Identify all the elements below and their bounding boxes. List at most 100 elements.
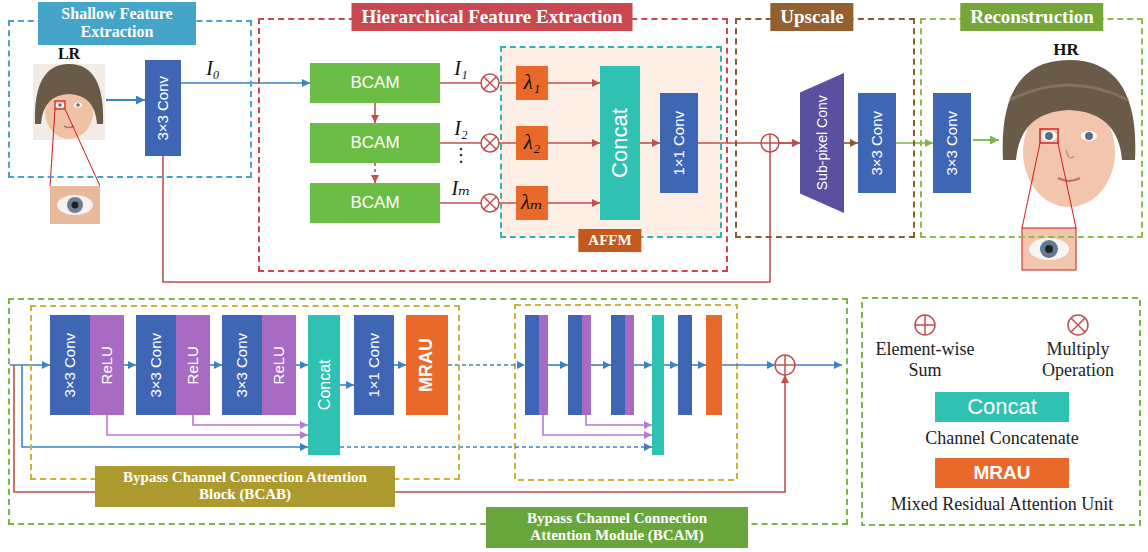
path-shape bbox=[1010, 85, 1128, 100]
path-shape bbox=[664, 364, 678, 366]
process-box: 3×3 Conv bbox=[222, 315, 262, 415]
box-label: ReLU bbox=[271, 346, 288, 384]
ellipse-shape bbox=[74, 103, 82, 108]
connector-arrow bbox=[340, 384, 354, 386]
group-heading: Reconstruction bbox=[960, 3, 1103, 31]
connector-arrow bbox=[210, 364, 222, 366]
process-box: ReLU bbox=[262, 315, 296, 415]
signal-label: Iₘ bbox=[450, 177, 473, 200]
output-arrow bbox=[973, 139, 999, 141]
rect-shape bbox=[678, 315, 692, 415]
process-box: MRAU bbox=[406, 315, 448, 415]
circle-shape bbox=[72, 202, 79, 209]
path-shape bbox=[1058, 178, 1080, 181]
ellipse-shape bbox=[56, 103, 64, 108]
rect-shape bbox=[1040, 129, 1058, 143]
connector-arrow bbox=[394, 364, 406, 366]
box-label: ReLU bbox=[99, 346, 116, 384]
connector-arrow bbox=[548, 82, 600, 84]
process-box: Concat bbox=[600, 66, 640, 220]
legend-swatch: MRAU bbox=[935, 458, 1069, 488]
text-label: ⋮ bbox=[452, 145, 470, 166]
box-label: Concat bbox=[608, 108, 632, 178]
process-box: 3×3 Conv bbox=[145, 60, 181, 156]
rect-shape bbox=[611, 315, 625, 415]
circle-shape bbox=[481, 194, 499, 212]
rect-shape bbox=[33, 64, 105, 140]
legend-frame bbox=[862, 298, 1140, 525]
group-heading: Bypass Channel Connection Attention Bloc… bbox=[95, 466, 395, 507]
circle-shape bbox=[1068, 315, 1088, 335]
connector-arrow bbox=[296, 364, 308, 366]
group-heading: AFFM bbox=[578, 229, 641, 252]
process-box: 1×1 Conv bbox=[354, 315, 394, 415]
dashed-group: Bypass Channel Connection Attention Modu… bbox=[8, 298, 848, 525]
path-shape bbox=[484, 197, 496, 209]
rect-shape bbox=[625, 315, 634, 415]
ellipse-shape bbox=[57, 195, 93, 215]
path-shape bbox=[761, 134, 779, 152]
box-label: λ₁ bbox=[524, 71, 540, 94]
path-shape bbox=[1022, 143, 1076, 228]
process-box: 1×1 Conv bbox=[660, 93, 698, 193]
connector-arrow bbox=[548, 142, 600, 144]
path-shape bbox=[50, 109, 100, 186]
process-box: ReLU bbox=[90, 315, 124, 415]
subpixel-box: Sub-pixel Conv bbox=[800, 73, 844, 213]
connector-arrow bbox=[440, 82, 516, 84]
dashed-group: AFFMλ₁λ₂λₘConcat1×1 Conv bbox=[500, 46, 722, 238]
process-box: Concat bbox=[308, 315, 340, 455]
affm-ground bbox=[501, 47, 721, 237]
process-box: BCAM bbox=[310, 63, 440, 103]
connector-arrow bbox=[640, 142, 660, 144]
dashed-group: Hierarchical Feature ExtractionBCAMBCAMB… bbox=[258, 18, 728, 272]
path-shape bbox=[484, 77, 496, 89]
rect-shape bbox=[652, 315, 664, 455]
process-box: λₘ bbox=[516, 186, 548, 220]
connector-arrow bbox=[440, 142, 516, 144]
dashed-group: Reconstruction3×3 Conv bbox=[920, 18, 1143, 238]
process-box: BCAM bbox=[310, 183, 440, 223]
rect-shape bbox=[539, 315, 548, 415]
path-shape bbox=[340, 446, 652, 448]
circle-shape bbox=[1045, 132, 1053, 140]
group-heading: Bypass Channel Connection Attention Modu… bbox=[486, 507, 748, 548]
path-shape bbox=[1003, 60, 1136, 160]
box-label: 3×3 Conv bbox=[944, 111, 961, 176]
box-label: MRAU bbox=[417, 338, 437, 392]
circle-shape bbox=[915, 315, 935, 335]
box-label: 3×3 Conv bbox=[234, 333, 251, 398]
ellipse-shape bbox=[1041, 131, 1057, 141]
box-label: BCAM bbox=[350, 134, 399, 153]
circle-shape bbox=[1040, 240, 1058, 258]
legend-text: Element-wise Sum bbox=[865, 339, 985, 380]
circle-shape bbox=[481, 74, 499, 92]
path-shape bbox=[634, 364, 652, 366]
circle-shape bbox=[1085, 132, 1093, 140]
group-heading: Hierarchical Feature Extraction bbox=[352, 3, 633, 31]
dashed-group: UpscaleSub-pixel Conv3×3 Conv bbox=[735, 18, 915, 238]
box-label: ReLU bbox=[185, 346, 202, 384]
connector-arrow bbox=[844, 142, 858, 144]
circle-shape bbox=[775, 355, 795, 375]
trapezoid-fill bbox=[800, 73, 844, 213]
path-shape bbox=[692, 364, 706, 366]
connector-arrow bbox=[193, 415, 308, 425]
rect-shape bbox=[706, 315, 722, 415]
process-box: λ₁ bbox=[516, 66, 548, 100]
process-box: ReLU bbox=[176, 315, 210, 415]
box-label: 3×3 Conv bbox=[62, 333, 79, 398]
legend-text: Multiply Operation bbox=[1018, 339, 1138, 380]
circle-shape bbox=[761, 134, 779, 152]
circle-shape bbox=[76, 103, 80, 107]
text-label: LR bbox=[58, 45, 80, 63]
connector-arrow bbox=[181, 82, 310, 84]
connector-arrow bbox=[107, 415, 308, 435]
lr-image bbox=[33, 64, 105, 224]
box-label: BCAM bbox=[350, 74, 399, 93]
box-label: 1×1 Conv bbox=[366, 333, 383, 398]
process-box: 3×3 Conv bbox=[858, 93, 896, 193]
bcab-frame bbox=[515, 305, 737, 480]
box-label: λ₂ bbox=[524, 131, 540, 154]
